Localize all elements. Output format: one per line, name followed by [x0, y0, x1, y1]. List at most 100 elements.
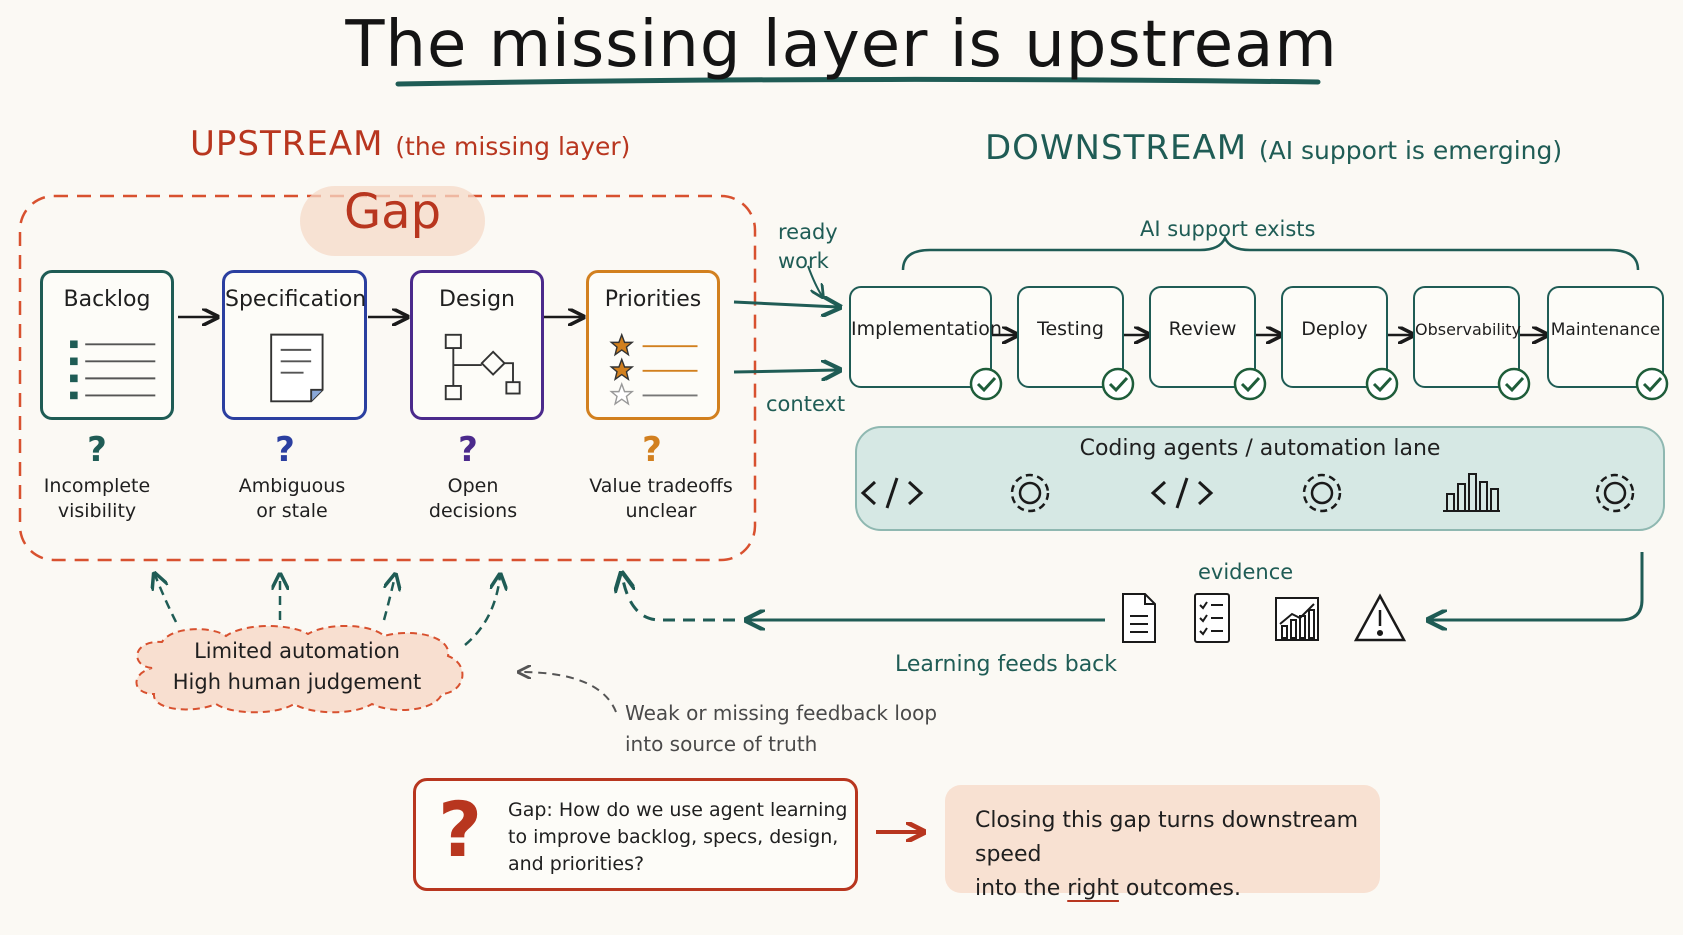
arrow-context	[733, 370, 838, 372]
gap-question-text: Gap: How do we use agent learning to imp…	[508, 797, 848, 878]
stage-implementation: Implementation	[849, 286, 1003, 401]
priorities-concern-line-2: unclear	[625, 500, 697, 522]
automation-lane	[855, 426, 1665, 531]
stage-implementation-label: Implementation	[851, 318, 1002, 340]
cloud-line-1: Limited automation	[194, 639, 400, 663]
stage-maintenance-label: Maintenance	[1550, 320, 1661, 340]
design-concern: Open decisions	[378, 474, 568, 524]
ai-support-label: AI support exists	[1140, 217, 1316, 241]
lane-icons	[860, 473, 1635, 513]
upstream-heading-main: UPSTREAM	[190, 124, 384, 164]
trend-chart-icon	[1275, 597, 1319, 641]
ready-work-line-1: ready	[778, 220, 838, 244]
priorities-question-mark: ?	[642, 430, 662, 470]
stage-maintenance: Maintenance	[1547, 286, 1669, 401]
code-icon	[1150, 477, 1214, 509]
upstream-subheading: (the missing layer)	[395, 132, 631, 161]
closing-line-2-end: outcomes.	[1118, 876, 1241, 901]
closing-statement-box	[945, 785, 1380, 893]
gap-question-mark: ?	[438, 785, 483, 874]
closing-emphasis: right	[1067, 876, 1119, 901]
specification-concern-line-1: Ambiguous	[238, 475, 346, 497]
stage-observability: Observability	[1413, 286, 1531, 401]
gap-highlight	[300, 186, 485, 256]
checklist-icon	[1194, 593, 1230, 643]
stage-specification-label: Specification	[225, 287, 367, 312]
gear-icon	[1595, 473, 1635, 513]
star-ranking-icon	[599, 325, 707, 409]
code-icon	[860, 477, 924, 509]
page-title: The missing layer is upstream	[345, 8, 1338, 82]
gear-icon	[1302, 473, 1342, 513]
gap-question-line-3: and priorities?	[508, 853, 645, 875]
ai-support-brace	[901, 234, 1640, 271]
closing-line-1: Closing this gap turns downstream speed	[975, 808, 1359, 867]
downstream-subheading: (AI support is emerging)	[1258, 136, 1563, 165]
cloud-arrow-1	[155, 575, 178, 623]
weak-feedback-pointer	[520, 672, 617, 713]
downstream-heading: DOWNSTREAM (AI support is emerging)	[985, 128, 1562, 168]
check-icon	[1635, 367, 1669, 401]
evidence-label: evidence	[1198, 560, 1294, 584]
check-icon	[1101, 367, 1135, 401]
stage-priorities-label: Priorities	[604, 287, 702, 312]
flowchart-icon	[423, 325, 531, 409]
cloud-text: Limited automation High human judgement	[122, 636, 472, 698]
stage-specification: Specification	[222, 270, 367, 420]
document-icon	[1122, 593, 1156, 643]
cloud-arrow-3	[382, 576, 395, 621]
stage-review: Review	[1149, 286, 1267, 401]
stage-backlog-label: Backlog	[63, 287, 151, 312]
weak-feedback-line-2: into source of truth	[625, 732, 818, 756]
backlog-concern-line-1: Incomplete	[43, 475, 151, 497]
ready-work-label: ready work	[778, 218, 838, 276]
arrow-ready-work	[733, 302, 838, 307]
upstream-heading: UPSTREAM (the missing layer)	[190, 124, 630, 164]
stage-testing-label: Testing	[1037, 318, 1104, 340]
downstream-heading-main: DOWNSTREAM	[985, 128, 1248, 168]
design-concern-line-1: Open	[447, 475, 499, 497]
specification-concern-line-2: or stale	[256, 500, 328, 522]
feedback-return-line	[1430, 552, 1644, 620]
warning-icon	[1353, 593, 1407, 642]
weak-feedback-note: Weak or missing feedback loop into sourc…	[625, 698, 937, 760]
gap-question-box: ? Gap: How do we use agent learning to i…	[413, 778, 858, 891]
weak-feedback-line-1: Weak or missing feedback loop	[625, 701, 938, 725]
design-question-mark: ?	[458, 430, 478, 470]
backlog-concern: Incomplete visibility	[2, 474, 192, 524]
title-underline	[395, 76, 1321, 87]
backlog-question-mark: ?	[87, 430, 107, 470]
priorities-concern-line-1: Value tradeoffs	[589, 475, 733, 497]
gear-icon	[1010, 473, 1050, 513]
specification-question-mark: ?	[275, 430, 295, 470]
stage-review-label: Review	[1168, 318, 1237, 340]
bar-chart-icon	[1443, 473, 1500, 512]
gap-label: Gap	[343, 184, 442, 240]
gap-question-line-1: Gap: How do we use agent learning	[508, 799, 848, 821]
design-concern-line-2: decisions	[428, 500, 518, 522]
cloud-arrow-4	[464, 576, 500, 646]
list-icon	[53, 325, 161, 409]
context-label: context	[766, 392, 846, 416]
check-icon	[1365, 367, 1399, 401]
cloud-line-2: High human judgement	[172, 670, 422, 694]
stage-deploy: Deploy	[1281, 286, 1399, 401]
learning-dashed-return	[622, 575, 735, 622]
human-judgement-cloud	[135, 625, 464, 714]
specification-concern: Ambiguous or stale	[197, 474, 387, 524]
document-icon	[235, 325, 354, 409]
automation-lane-title: Coding agents / automation lane	[1079, 436, 1441, 461]
check-icon	[1233, 367, 1267, 401]
stage-design: Design	[410, 270, 544, 420]
stage-design-label: Design	[439, 287, 515, 312]
closing-line-2-start: into the	[975, 876, 1068, 901]
learning-feeds-back-label: Learning feeds back	[895, 652, 1118, 677]
ready-work-line-2: work	[778, 249, 829, 273]
stage-observability-label: Observability	[1415, 320, 1522, 339]
stage-priorities: Priorities	[586, 270, 720, 420]
gap-question-line-2: to improve backlog, specs, design,	[508, 826, 839, 848]
check-icon	[969, 367, 1003, 401]
stage-backlog: Backlog	[40, 270, 174, 420]
closing-line-2: into the right outcomes.	[975, 872, 1370, 906]
